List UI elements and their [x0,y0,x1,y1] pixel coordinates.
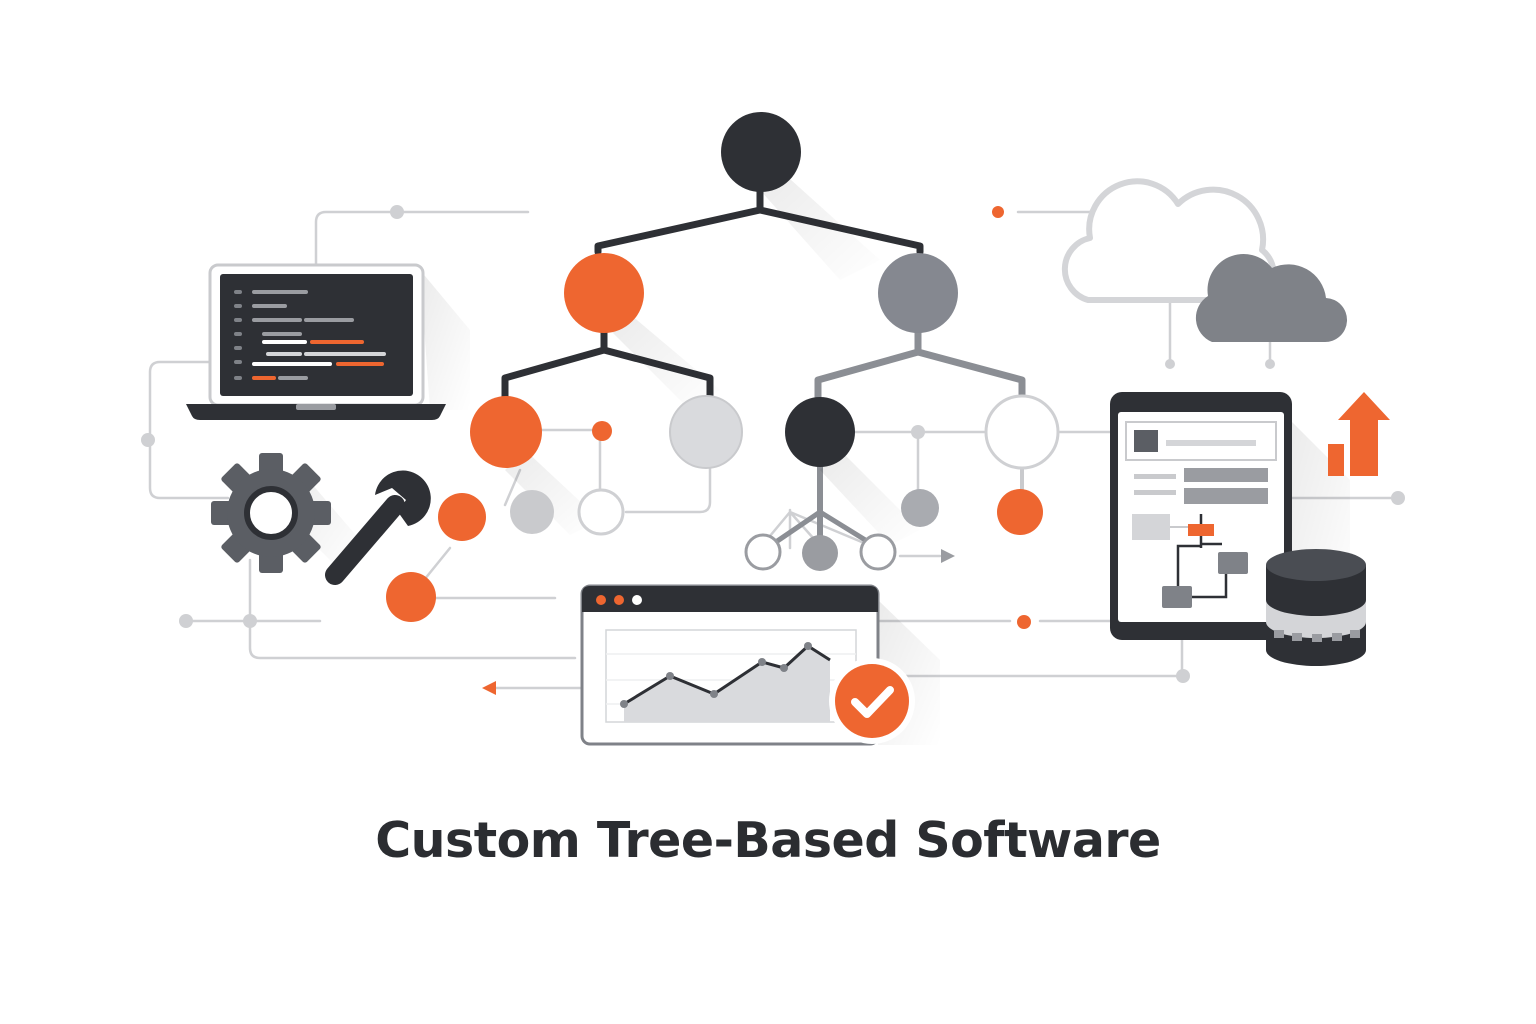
tree-node-shadows [505,170,920,545]
tree-node-white [984,394,1060,470]
accent-dots [482,206,1031,695]
cloud-icon [1061,178,1348,369]
tree-nodes [386,112,1060,622]
connector-dots [141,205,1405,683]
wrench-icon [325,470,431,585]
page-title: Custom Tree-Based Software [375,812,1161,869]
tree-root-node [721,112,801,192]
tree-node-gray-right [878,253,958,333]
tree-node-light [669,395,743,469]
tree-node-orange-left [564,253,644,333]
database-icon [1266,549,1366,666]
chart-window-icon [580,584,940,746]
growth-arrow-icon [1328,392,1390,476]
checkmark-badge-icon [829,658,915,744]
tree-node-orange [470,396,542,468]
laptop-code-icon [186,263,470,420]
tree-node-dark [785,397,855,467]
tree-edges [501,174,1026,549]
gear-icon [211,453,360,573]
tablet-flowchart-icon [1110,392,1350,640]
